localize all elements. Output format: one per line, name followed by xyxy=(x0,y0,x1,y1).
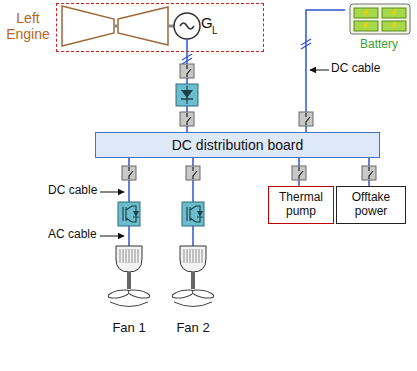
node-text: Left Engine xyxy=(2,10,54,42)
node-text: DC distribution board xyxy=(172,137,304,153)
cable-label: DC cable xyxy=(48,184,97,197)
breaker-symbol xyxy=(122,166,136,180)
fan-symbol xyxy=(172,246,215,307)
node-text: Offtake power xyxy=(339,191,403,219)
cable-mark xyxy=(182,54,192,64)
generator-subscript: L xyxy=(212,25,218,36)
node-text: Battery xyxy=(345,38,413,52)
generator-name: G xyxy=(201,15,213,32)
breaker-symbol xyxy=(186,166,200,180)
turbine-symbol xyxy=(62,6,174,46)
fan-node: Fan 1 xyxy=(103,246,155,338)
battery-icon xyxy=(350,4,410,34)
battery-node: Battery xyxy=(345,2,413,52)
node-text: Fan 1 xyxy=(103,321,155,336)
load-box: Thermal pump xyxy=(268,186,334,224)
fan-node: Fan 2 xyxy=(167,246,219,338)
generator-symbol xyxy=(174,13,200,52)
rectifier-symbol xyxy=(176,84,198,106)
cable-label: DC cable xyxy=(331,62,380,75)
leader-arrow xyxy=(100,192,124,193)
cable-mark xyxy=(301,39,311,49)
breaker-symbol xyxy=(180,112,194,126)
breaker-symbol xyxy=(299,112,313,126)
node-text: Fan 2 xyxy=(167,321,219,336)
leader-arrow xyxy=(310,70,329,71)
cable-label: AC cable xyxy=(48,228,97,241)
fan-fins xyxy=(120,249,138,263)
fan-symbol xyxy=(108,246,151,307)
engine-box: Left Engine xyxy=(56,3,264,52)
breaker-symbol xyxy=(362,166,376,180)
node-text: Thermal pump xyxy=(271,191,331,219)
load-box: Offtake power xyxy=(336,186,406,224)
inverter-symbol xyxy=(118,202,140,226)
fan-fins xyxy=(184,249,202,263)
distribution-board: DC distribution board xyxy=(95,132,380,158)
inverter-symbol xyxy=(182,202,204,226)
breaker-symbol xyxy=(180,64,194,78)
leader-arrow xyxy=(100,236,124,237)
breaker-symbol xyxy=(292,166,306,180)
